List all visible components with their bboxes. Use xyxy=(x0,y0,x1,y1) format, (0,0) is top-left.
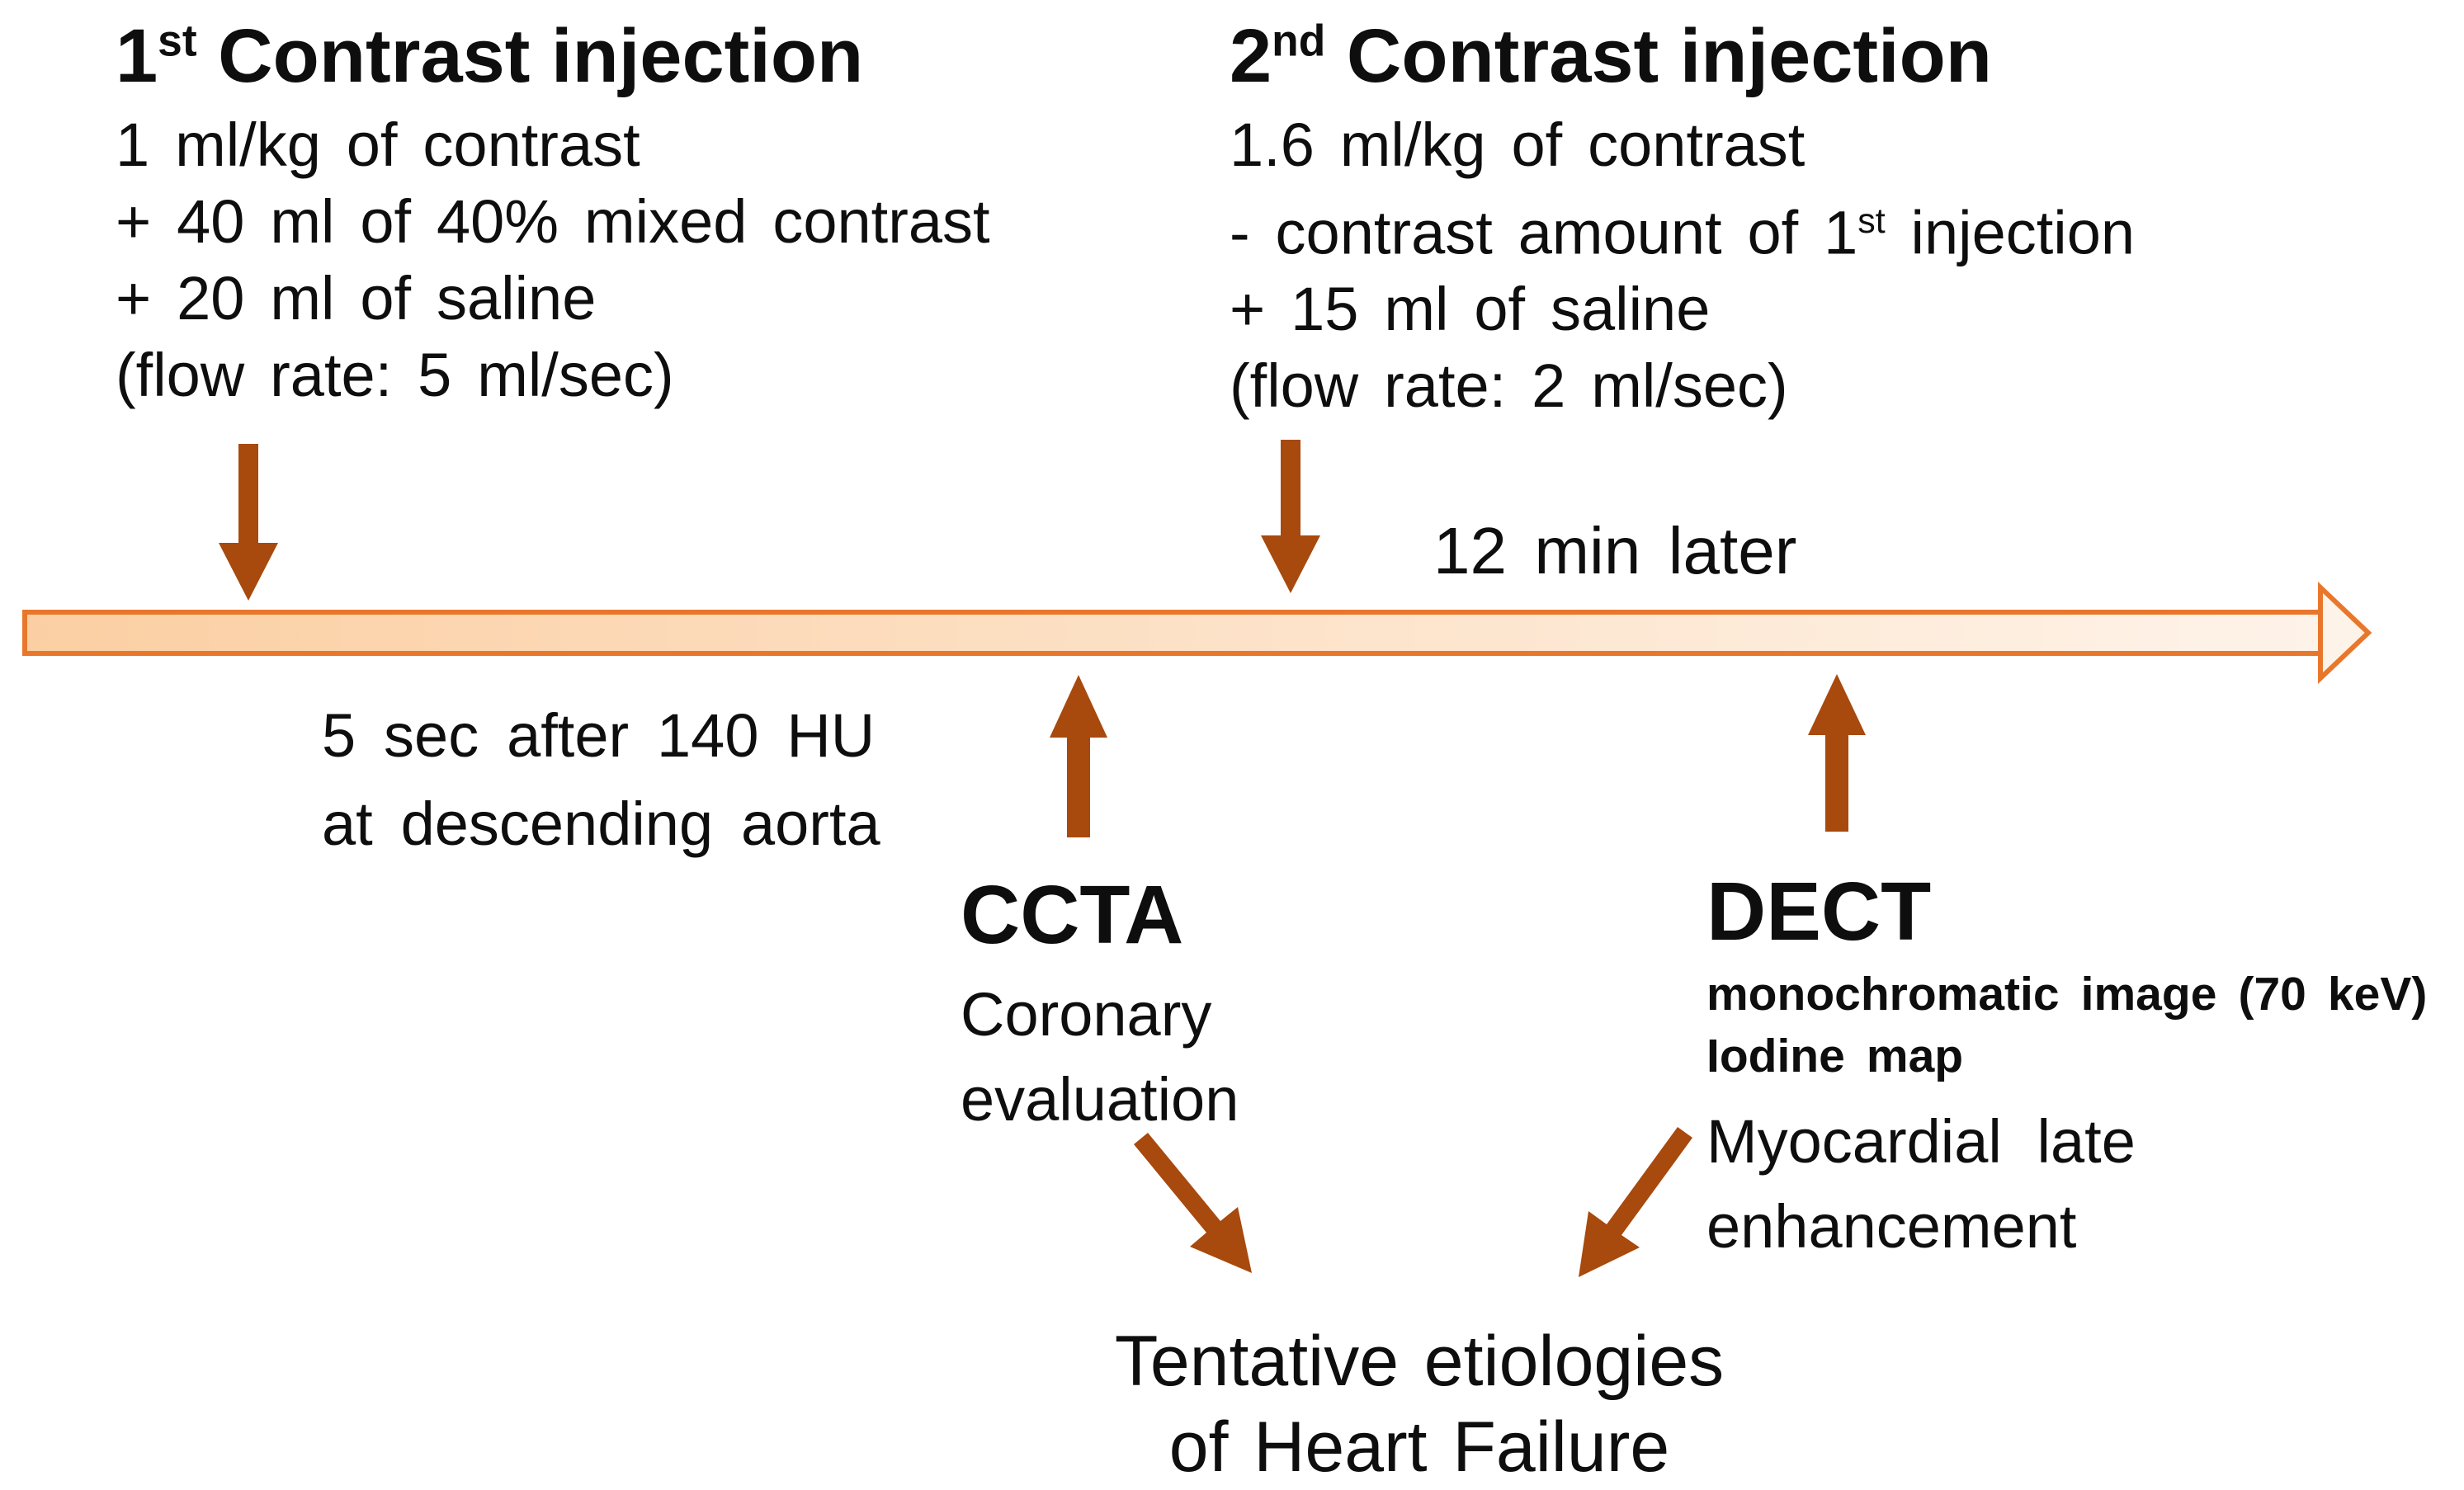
timeline-bar xyxy=(22,610,2323,656)
injection2-block: 2nd Contrast injection 1.6 ml/kg of cont… xyxy=(1230,12,2135,424)
ccta-up-arrow-icon xyxy=(1050,675,1107,837)
injection2-title: 2nd Contrast injection xyxy=(1230,12,2135,101)
injection1-title-sup: st xyxy=(158,17,197,66)
injection2-line: 1.6 ml/kg of contrast xyxy=(1230,110,1806,179)
ccta-outcome-arrow-icon xyxy=(1134,1133,1252,1273)
injection2-title-num: 2 xyxy=(1230,14,1272,98)
injection1-title-rest: Contrast injection xyxy=(196,14,864,98)
injection1-details: 1 ml/kg of contrast + 40 ml of 40% mixed… xyxy=(116,106,990,413)
dect-detail-line: monochromatic image (70 keV) xyxy=(1706,968,2428,1021)
injection1-title: 1st Contrast injection xyxy=(116,12,990,101)
trigger-line: 5 sec after 140 HU xyxy=(322,701,876,770)
injection1-line: + 20 ml of saline xyxy=(116,263,597,332)
outcome-line: Tentative etiologies xyxy=(1114,1322,1725,1401)
dect-outcome-arrow-icon xyxy=(1579,1127,1692,1277)
injection1-line: (flow rate: 5 ml/sec) xyxy=(116,340,674,409)
injection2-line: + 15 ml of saline xyxy=(1230,275,1711,344)
dect-detail-lines: monochromatic image (70 keV) Iodine map xyxy=(1706,964,2427,1087)
dect-line: enhancement xyxy=(1706,1192,2077,1261)
dect-block: DECT monochromatic image (70 keV) Iodine… xyxy=(1706,861,2427,1269)
ccta-title: CCTA xyxy=(961,869,1184,961)
injection2-line: - contrast amount of 1st injection xyxy=(1230,183,2135,271)
injection2-line2-post: injection xyxy=(1885,198,2136,267)
dect-title: DECT xyxy=(1706,865,1932,958)
injection1-title-num: 1 xyxy=(116,14,158,98)
timeline-trigger-label: 5 sec after 140 HU at descending aorta xyxy=(322,691,880,868)
dect-line: Myocardial late xyxy=(1706,1107,2136,1176)
injection2-line: (flow rate: 2 ml/sec) xyxy=(1230,351,1788,421)
injection2-title-rest: Contrast injection xyxy=(1325,14,1992,98)
injection2-line2-sup: st xyxy=(1857,200,1886,241)
ccta-line: evaluation xyxy=(961,1065,1239,1134)
trigger-line: at descending aorta xyxy=(322,790,880,858)
timeline-later-label: 12 min later xyxy=(1433,514,1797,587)
injection2-down-arrow-icon xyxy=(1261,440,1320,593)
dect-late-enhancement: Myocardial late enhancement xyxy=(1706,1099,2427,1269)
injection1-line: + 40 ml of 40% mixed contrast xyxy=(116,186,990,256)
injection2-title-sup: nd xyxy=(1272,17,1326,66)
dect-detail-line: Iodine map xyxy=(1706,1030,1964,1082)
outcome-line: of Heart Failure xyxy=(1168,1407,1670,1487)
dect-up-arrow-icon xyxy=(1808,674,1866,832)
outcome-block: Tentative etiologies of Heart Failure xyxy=(1056,1318,1782,1490)
injection2-line2-pre: - contrast amount of 1 xyxy=(1230,198,1858,267)
ccta-line: Coronary xyxy=(961,980,1212,1049)
timeline-arrowhead-icon xyxy=(2318,582,2372,684)
injection1-block: 1st Contrast injection 1 ml/kg of contra… xyxy=(116,12,990,413)
injection1-line: 1 ml/kg of contrast xyxy=(116,110,640,179)
ccta-details: Coronary evaluation xyxy=(961,972,1239,1142)
ccta-block: CCTA Coronary evaluation xyxy=(961,865,1239,1142)
injection2-details: 1.6 ml/kg of contrast - contrast amount … xyxy=(1230,106,2135,425)
injection1-down-arrow-icon xyxy=(219,444,278,601)
